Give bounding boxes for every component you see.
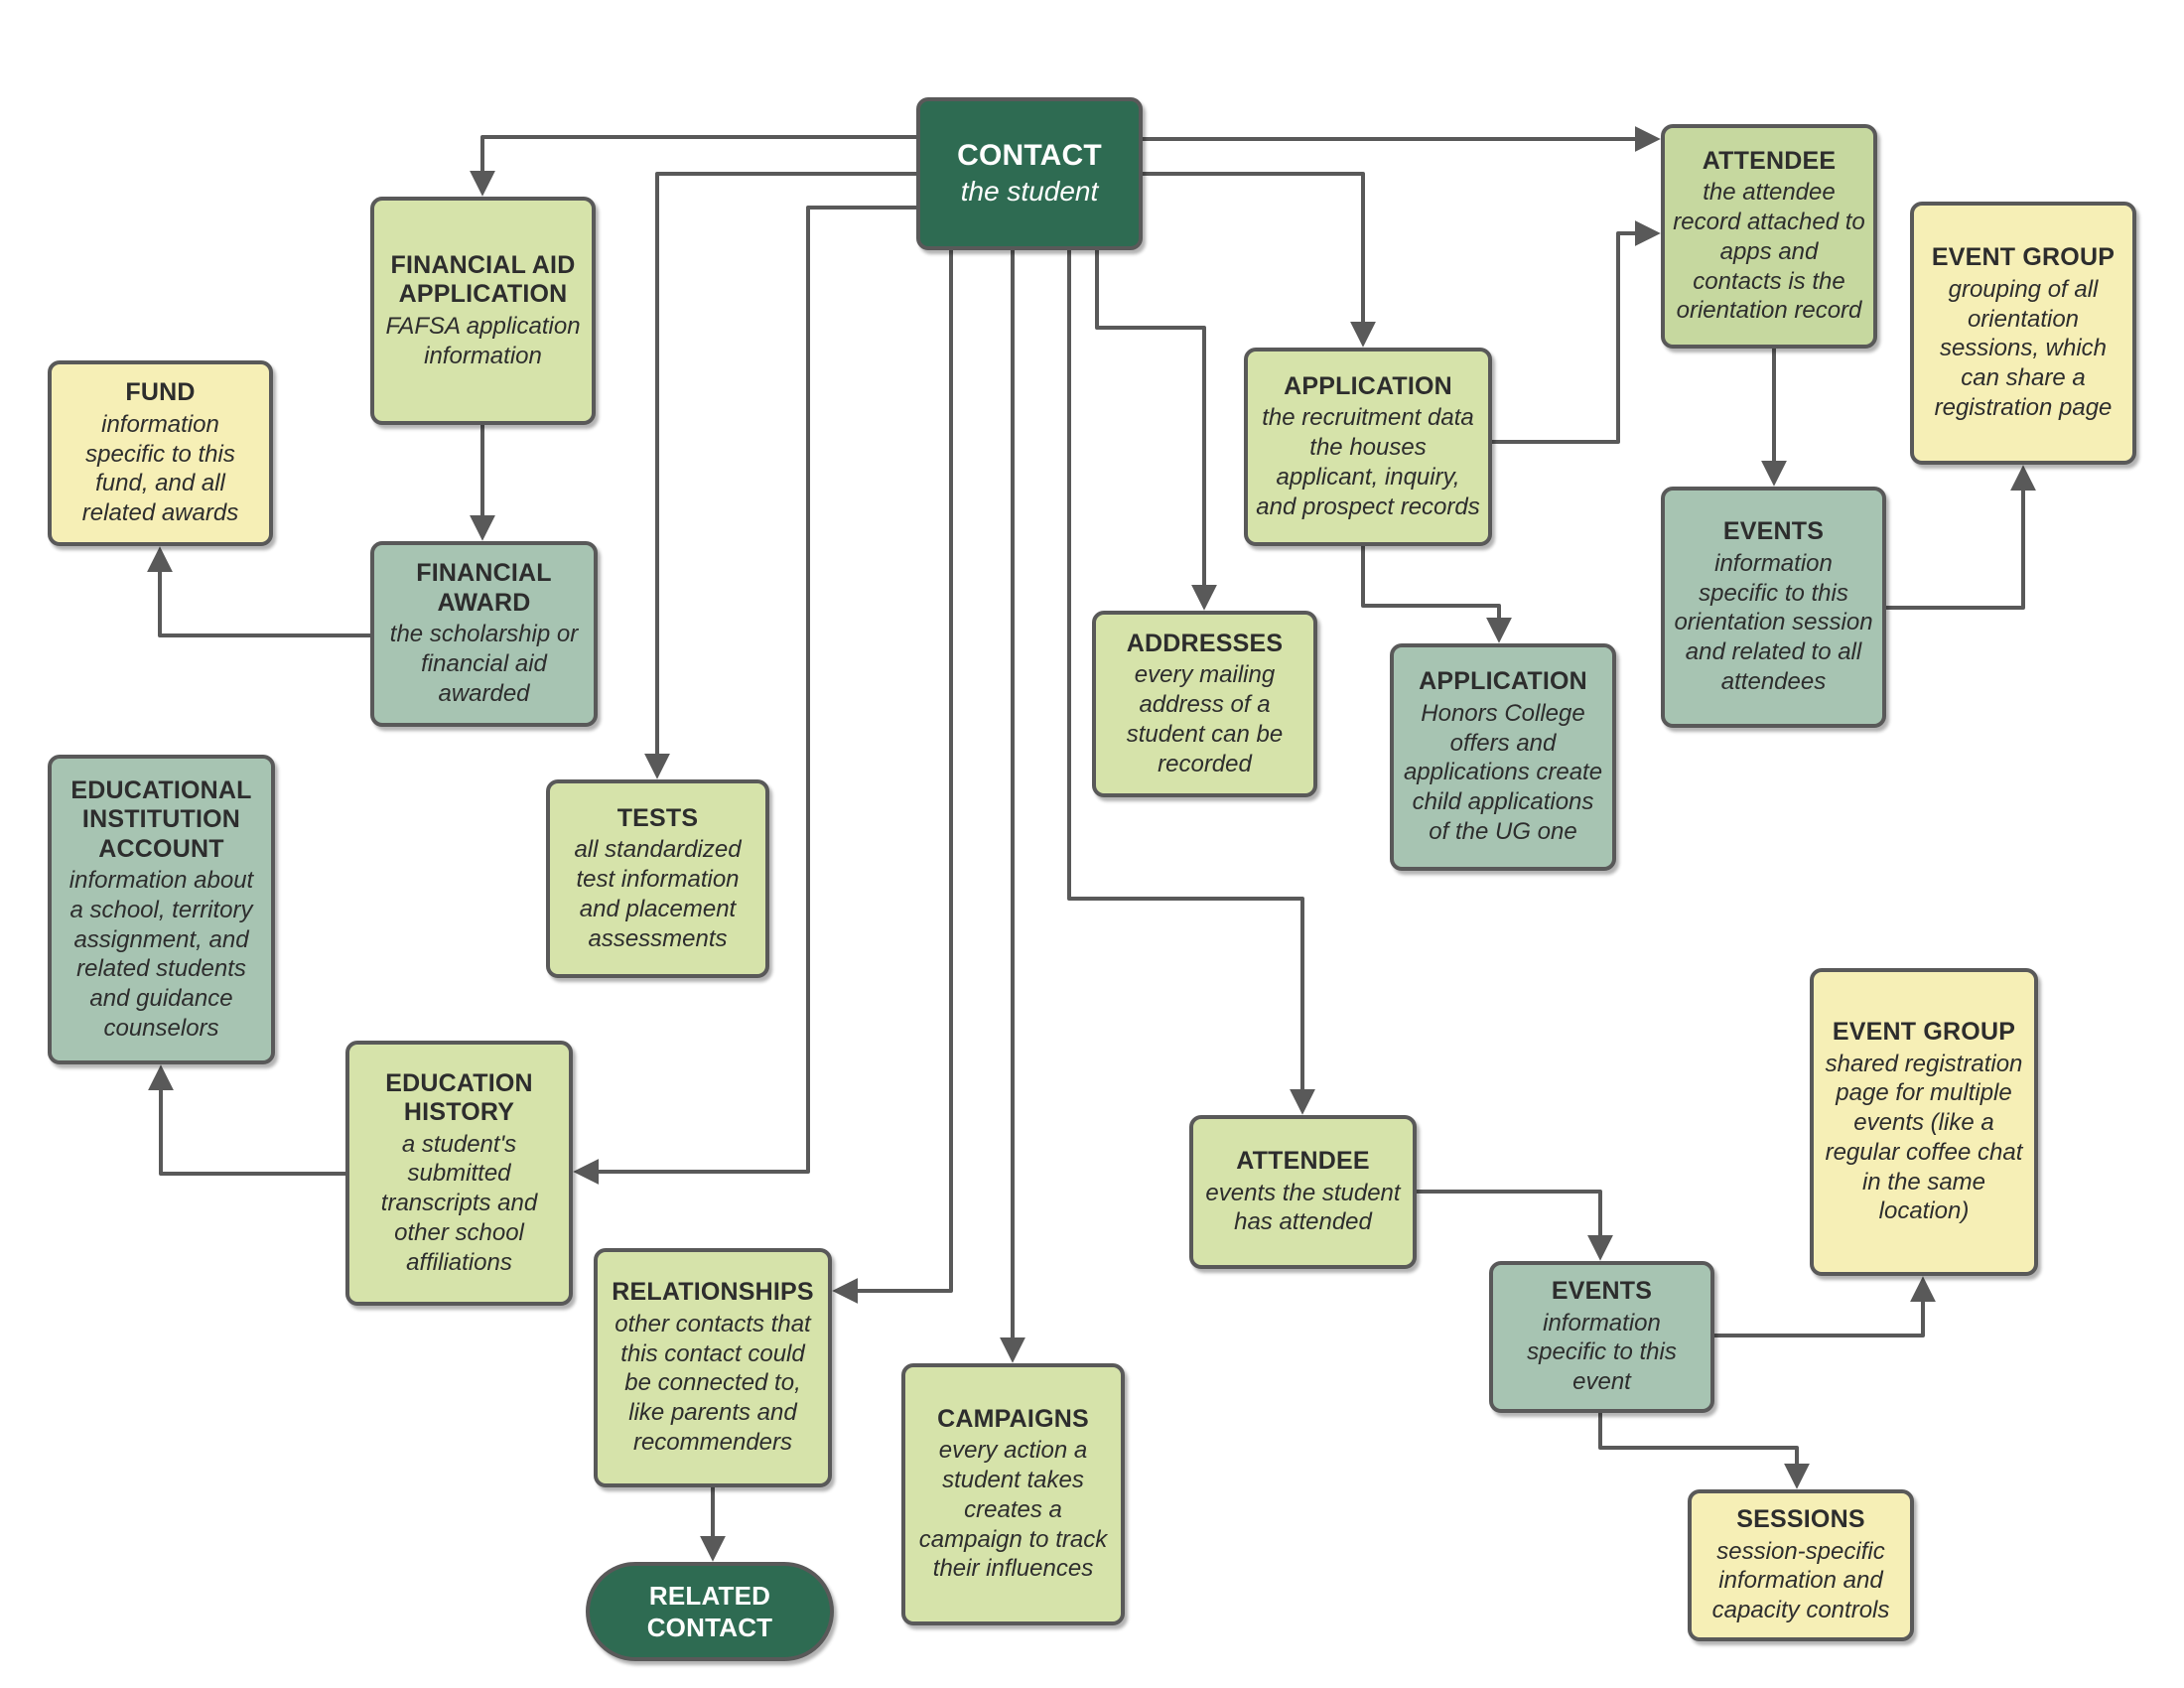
connector-attendee-events-events-event xyxy=(1417,1190,1613,1261)
node-title: ADDRESSES xyxy=(1126,629,1284,657)
node-desc: the student xyxy=(960,176,1099,208)
node-desc: a student's submitted transcripts and ot… xyxy=(380,1130,538,1276)
node-desc: the scholarship or financial aid awarded xyxy=(389,621,579,707)
node-title: CAMPAIGNS xyxy=(937,1404,1089,1433)
node-application-ug: APPLICATION the recruitment data the hou… xyxy=(1244,348,1492,546)
connector-application-ug-attendee-orientation xyxy=(1492,220,1661,444)
node-desc: session-specific information and capacit… xyxy=(1711,1537,1890,1624)
node-addresses: ADDRESSES every mailing address of a stu… xyxy=(1092,611,1317,797)
connector-contact-tests xyxy=(644,172,916,779)
node-related-contact: RELATED CONTACT xyxy=(586,1562,834,1661)
node-title: EVENT GROUP xyxy=(1931,243,2116,272)
node-education-history: EDUCATION HISTORY a student's submitted … xyxy=(345,1041,573,1306)
node-educational-institution-account: EDUCATIONAL INSTITUTION ACCOUNT informat… xyxy=(48,755,275,1064)
node-desc: shared registration page for multiple ev… xyxy=(1825,1050,2023,1225)
connector-financial-award-fund xyxy=(147,546,370,637)
node-tests: TESTS all standardized test information … xyxy=(546,779,769,978)
node-title: EVENT GROUP xyxy=(1832,1018,2016,1046)
node-desc: the recruitment data the houses applican… xyxy=(1256,404,1480,520)
node-events-orientation: EVENTS information specific to this orie… xyxy=(1661,487,1886,728)
node-desc: grouping of all orientation sessions, wh… xyxy=(1934,275,2113,421)
node-title: FUND xyxy=(125,378,196,407)
node-title: EVENTS xyxy=(1551,1277,1653,1306)
node-desc: Honors College offers and applications c… xyxy=(1403,699,1603,845)
node-title: EDUCATIONAL INSTITUTION ACCOUNT xyxy=(70,775,252,863)
node-relationships: RELATIONSHIPS other contacts that this c… xyxy=(594,1248,832,1487)
connector-events-orientation-event-group-orientation xyxy=(1886,465,2036,610)
node-events-event: EVENTS information specific to this even… xyxy=(1489,1261,1714,1413)
connector-contact-relationships xyxy=(832,250,953,1304)
node-title: RELATIONSHIPS xyxy=(612,1278,814,1307)
node-title: TESTS xyxy=(616,803,699,832)
connector-application-ug-application-honors xyxy=(1361,546,1512,643)
node-desc: FAFSA application information xyxy=(385,312,581,369)
node-title: ATTENDEE xyxy=(1702,146,1837,175)
connector-contact-education-history xyxy=(573,206,916,1185)
node-financial-aid-application: FINANCIAL AID APPLICATION FAFSA applicat… xyxy=(370,197,596,425)
node-application-honors: APPLICATION Honors College offers and ap… xyxy=(1390,643,1616,871)
node-event-group-orientation: EVENT GROUP grouping of all orientation … xyxy=(1910,202,2136,465)
node-campaigns: CAMPAIGNS every action a student takes c… xyxy=(901,1363,1125,1625)
node-title: EVENTS xyxy=(1722,517,1825,546)
node-financial-award: FINANCIAL AWARD the scholarship or finan… xyxy=(370,541,598,727)
node-title: SESSIONS xyxy=(1736,1505,1865,1534)
node-desc: information about a school, territory as… xyxy=(68,867,254,1042)
node-title: CONTACT xyxy=(957,138,1102,172)
connector-contact-attendee-events xyxy=(1067,250,1315,1115)
node-desc: every mailing address of a student can b… xyxy=(1126,661,1284,777)
node-attendee-orientation: ATTENDEE the attendee record attached to… xyxy=(1661,124,1877,349)
node-title: FINANCIAL AID APPLICATION xyxy=(390,250,576,309)
connector-events-event-event-group-shared xyxy=(1714,1276,1936,1337)
node-title: FINANCIAL AWARD xyxy=(416,559,552,617)
node-title: APPLICATION xyxy=(1284,371,1452,400)
connector-contact-application-ug xyxy=(1143,172,1376,348)
connector-contact-addresses xyxy=(1095,250,1217,611)
node-title: ATTENDEE xyxy=(1236,1147,1370,1175)
node-desc: every action a student takes creates a c… xyxy=(918,1437,1108,1583)
node-desc: the attendee record attached to apps and… xyxy=(1673,179,1865,325)
node-desc: information specific to this fund, and a… xyxy=(81,410,239,526)
node-sessions: SESSIONS session-specific information an… xyxy=(1688,1489,1914,1641)
node-desc: events the student has attended xyxy=(1205,1179,1401,1236)
node-fund: FUND information specific to this fund, … xyxy=(48,360,273,546)
node-title: EDUCATION HISTORY xyxy=(385,1068,533,1127)
node-desc: other contacts that this contact could b… xyxy=(614,1310,811,1456)
node-desc: information specific to this event xyxy=(1527,1309,1677,1396)
node-event-group-shared: EVENT GROUP shared registration page for… xyxy=(1810,968,2038,1276)
connector-education-history-educational-institution-account xyxy=(148,1064,345,1176)
connector-events-event-sessions xyxy=(1598,1413,1810,1489)
node-title: APPLICATION xyxy=(1419,667,1587,696)
node-contact: CONTACT the student xyxy=(916,97,1143,250)
connector-contact-financial-aid-application xyxy=(470,135,916,197)
node-attendee-events: ATTENDEE events the student has attended xyxy=(1189,1115,1417,1269)
node-desc: all standardized test information and pl… xyxy=(574,836,742,952)
node-desc: information specific to this orientation… xyxy=(1674,549,1873,695)
node-title: RELATED CONTACT xyxy=(646,1580,773,1643)
